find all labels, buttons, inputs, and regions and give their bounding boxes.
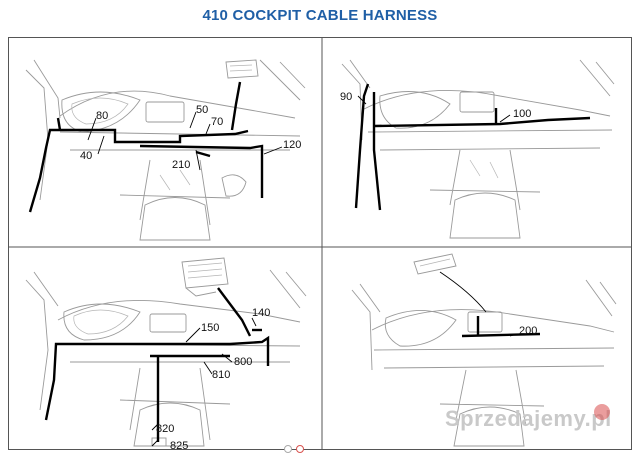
label-120: 120: [283, 139, 301, 151]
label-150: 150: [201, 322, 219, 334]
label-200: 200: [519, 325, 537, 337]
label-100: 100: [513, 108, 531, 120]
label-800: 800: [234, 356, 252, 368]
label-40: 40: [80, 150, 92, 162]
label-80: 80: [96, 110, 108, 122]
panel-bottom-right: 200: [351, 253, 617, 447]
label-825: 825: [170, 440, 188, 452]
label-820: 820: [156, 423, 174, 435]
label-210: 210: [172, 159, 190, 171]
watermark-logo-icon: [594, 404, 610, 420]
pagination-dot-1[interactable]: [284, 445, 292, 453]
diagram-frame: [8, 37, 632, 450]
label-810: 810: [212, 369, 230, 381]
label-140: 140: [252, 307, 270, 319]
label-50: 50: [196, 104, 208, 116]
panel-top-left: 80 50 70 40 210 120: [25, 59, 306, 241]
diagram-title: 410 COCKPIT CABLE HARNESS: [202, 7, 438, 24]
watermark-text: Sprzedajemy.pl: [445, 406, 612, 431]
pagination-dot-2[interactable]: [296, 445, 304, 453]
panel-bottom-left: 140 150 800 810 820 825: [25, 257, 307, 452]
panel-top-right: 90 100: [340, 59, 615, 239]
label-90: 90: [340, 91, 352, 103]
label-70: 70: [211, 116, 223, 128]
